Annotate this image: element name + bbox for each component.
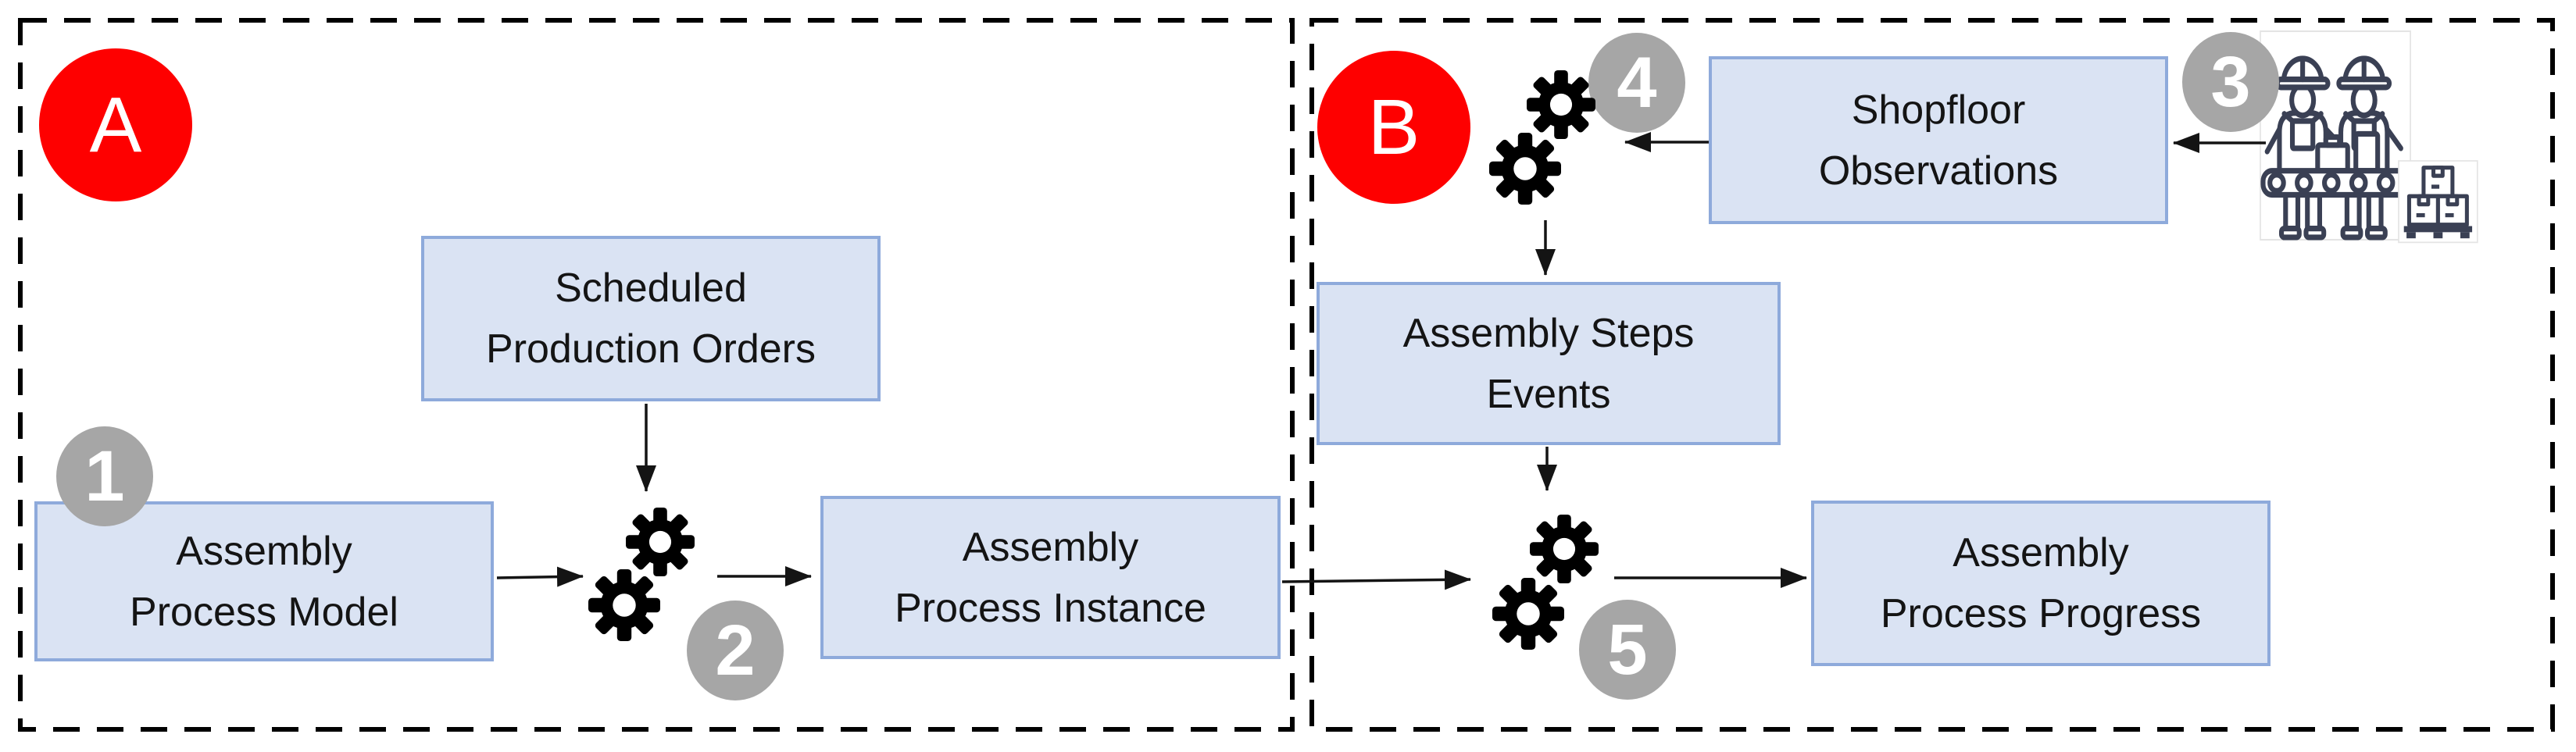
panel-b-badge: B xyxy=(1317,51,1470,204)
box-assembly-steps-events: Assembly Steps Events xyxy=(1317,282,1781,445)
box-label-line: Assembly xyxy=(962,524,1139,570)
step-3-badge: 3 xyxy=(2182,32,2279,132)
panel-b-border xyxy=(1309,18,2555,732)
box-assembly-process-progress: Assembly Process Progress xyxy=(1811,501,2271,666)
box-label-line: Observations xyxy=(1818,148,2059,194)
arrow-instance-to-panel-b-gears xyxy=(1281,569,1471,590)
box-label-line: Assembly Steps xyxy=(1402,310,1695,356)
step-5-badge: 5 xyxy=(1579,600,1676,700)
box-label-line: Scheduled xyxy=(555,266,747,311)
box-scheduled-production-orders: Scheduled Production Orders xyxy=(421,236,881,401)
box-label-line: Process Instance xyxy=(895,585,1206,631)
gears-icon xyxy=(1489,70,1595,205)
box-label-line: Assembly xyxy=(1953,530,2129,576)
box-label-line: Events xyxy=(1486,371,1611,417)
box-assembly-process-model: Assembly Process Model xyxy=(34,501,494,661)
box-label-line: Process Progress xyxy=(1880,591,2202,636)
box-shopfloor-observations: Shopfloor Observations xyxy=(1709,56,2168,224)
step-2-badge: 2 xyxy=(687,601,784,700)
panel-a-badge: A xyxy=(39,48,192,201)
step-4-badge: 4 xyxy=(1588,33,1685,133)
box-label-line: Assembly xyxy=(176,528,352,574)
box-label-line: Process Model xyxy=(130,589,398,635)
panel-a-border xyxy=(18,18,1295,732)
box-label-line: Shopfloor xyxy=(1851,87,2026,133)
box-label-line: Production Orders xyxy=(486,326,816,372)
box-assembly-process-instance: Assembly Process Instance xyxy=(820,496,1281,659)
step-1-badge: 1 xyxy=(56,426,153,526)
arrow-model-to-gears xyxy=(496,566,584,587)
